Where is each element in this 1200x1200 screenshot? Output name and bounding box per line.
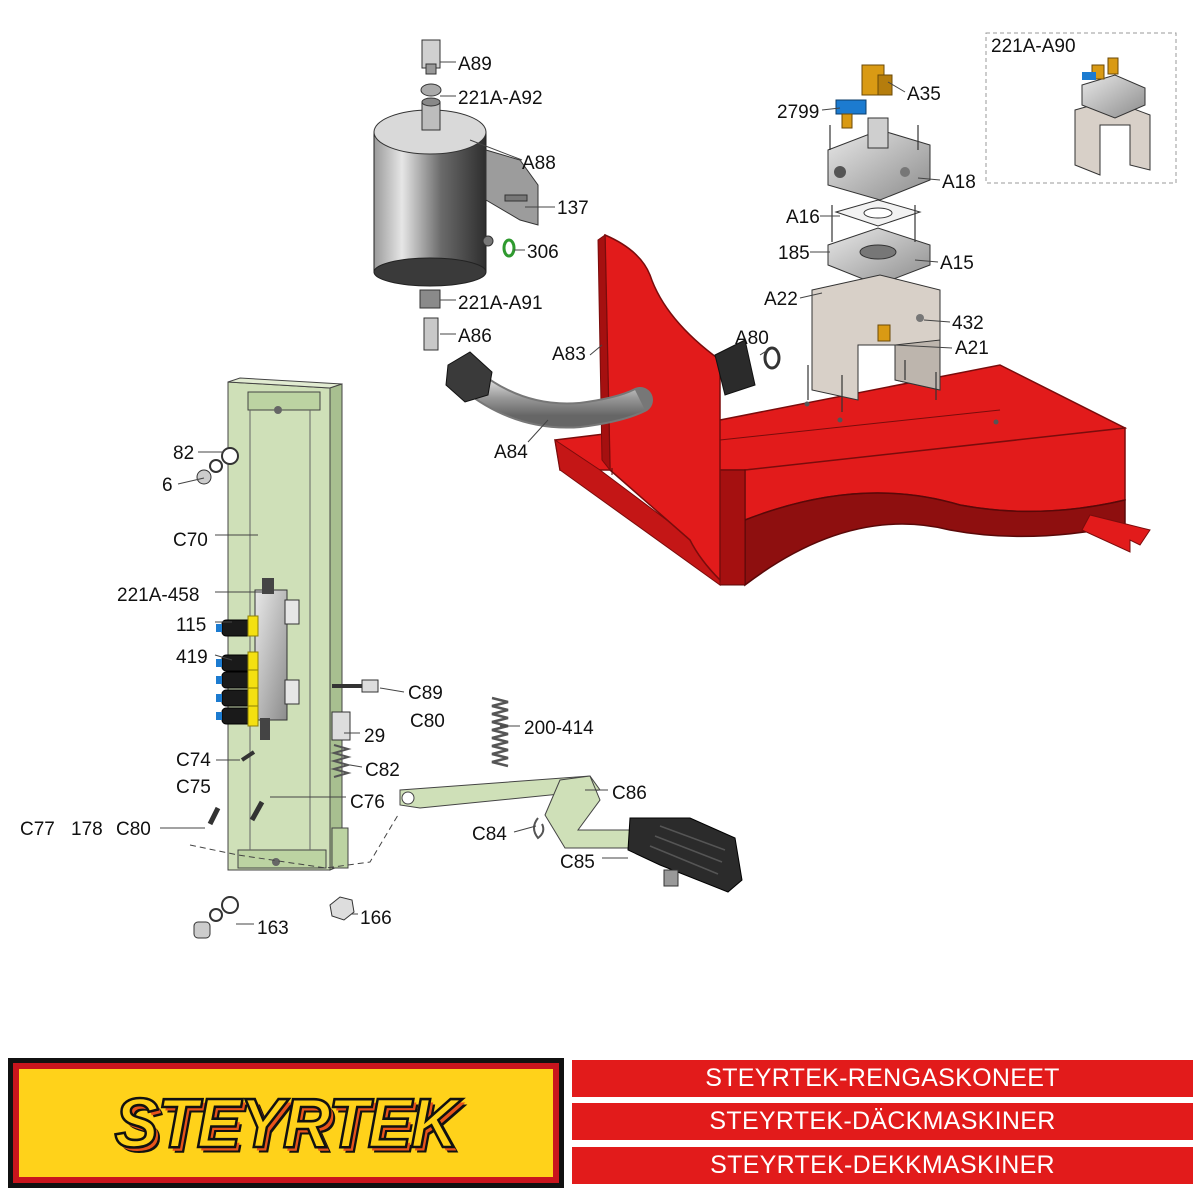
leader-lines: [160, 61, 953, 925]
label-a15: A15: [940, 253, 974, 274]
label-a88: A88: [522, 153, 556, 174]
callout-labels: A89 221A-A92 A88 137 306 221A-A91 A86 A8…: [20, 36, 1076, 939]
valve-assembly: [807, 64, 941, 412]
label-a80: A80: [735, 328, 769, 349]
small-hardware: [193, 447, 509, 939]
air-tank-a88: [373, 39, 539, 351]
inset-a90: [985, 32, 1177, 184]
label-a35: A35: [907, 84, 941, 105]
label-29: 29: [364, 726, 385, 747]
banner-dackmaskiner: STEYRTEK-DÄCKMASKINER: [572, 1103, 1193, 1140]
label-221a-a90: 221A-A90: [991, 36, 1076, 57]
label-221a-a91: 221A-A91: [458, 293, 543, 314]
label-166: 166: [360, 908, 392, 929]
machine-base-red: [554, 233, 1151, 587]
pedal-assembly: [399, 775, 743, 893]
label-c80-upper: C80: [410, 711, 445, 732]
label-419: 419: [176, 647, 208, 668]
label-a21: A21: [955, 338, 989, 359]
steyrtek-logo: STEYRTEK: [8, 1058, 564, 1188]
label-82: 82: [173, 443, 194, 464]
label-a83: A83: [552, 344, 586, 365]
label-c85: C85: [560, 852, 595, 873]
label-306: 306: [527, 242, 559, 263]
label-185: 185: [778, 243, 810, 264]
label-c86: C86: [612, 783, 647, 804]
exploded-parts-diagram: A89 221A-A92 A88 137 306 221A-A91 A86 A8…: [20, 32, 1177, 939]
label-c77: C77: [20, 819, 55, 840]
label-a22: A22: [764, 289, 798, 310]
label-2799: 2799: [777, 102, 819, 123]
label-c84: C84: [472, 824, 507, 845]
label-c76: C76: [350, 792, 385, 813]
label-6: 6: [162, 475, 173, 496]
banner-rengaskoneet: STEYRTEK-RENGASKONEET: [572, 1060, 1193, 1097]
label-a86: A86: [458, 326, 492, 347]
label-115: 115: [176, 615, 206, 636]
banner-dekkmaskiner: STEYRTEK-DEKKMASKINER: [572, 1147, 1193, 1184]
label-221a-458: 221A-458: [117, 585, 199, 606]
label-c80-lower: C80: [116, 819, 151, 840]
label-a16: A16: [786, 207, 820, 228]
brand-footer: STEYRTEK STEYRTEK-RENGASKONEET STEYRTEK-…: [0, 1050, 1200, 1200]
label-c70: C70: [173, 530, 208, 551]
label-c82: C82: [365, 760, 400, 781]
label-163: 163: [257, 918, 289, 939]
silencer-a80: [714, 339, 781, 396]
manifold-valve: [216, 578, 300, 740]
label-c74: C74: [176, 750, 211, 771]
label-137: 137: [557, 198, 589, 219]
label-432: 432: [952, 313, 984, 334]
label-200-414: 200-414: [524, 718, 594, 739]
label-a84: A84: [494, 442, 528, 463]
hose-a84: [445, 351, 653, 429]
label-221a-a92: 221A-A92: [458, 88, 543, 109]
label-c75: C75: [176, 777, 211, 798]
label-c89: C89: [408, 683, 443, 704]
logo-wordmark: STEYRTEK: [113, 1083, 459, 1163]
label-a89: A89: [458, 54, 492, 75]
label-178: 178: [71, 819, 103, 840]
label-a18: A18: [942, 172, 976, 193]
